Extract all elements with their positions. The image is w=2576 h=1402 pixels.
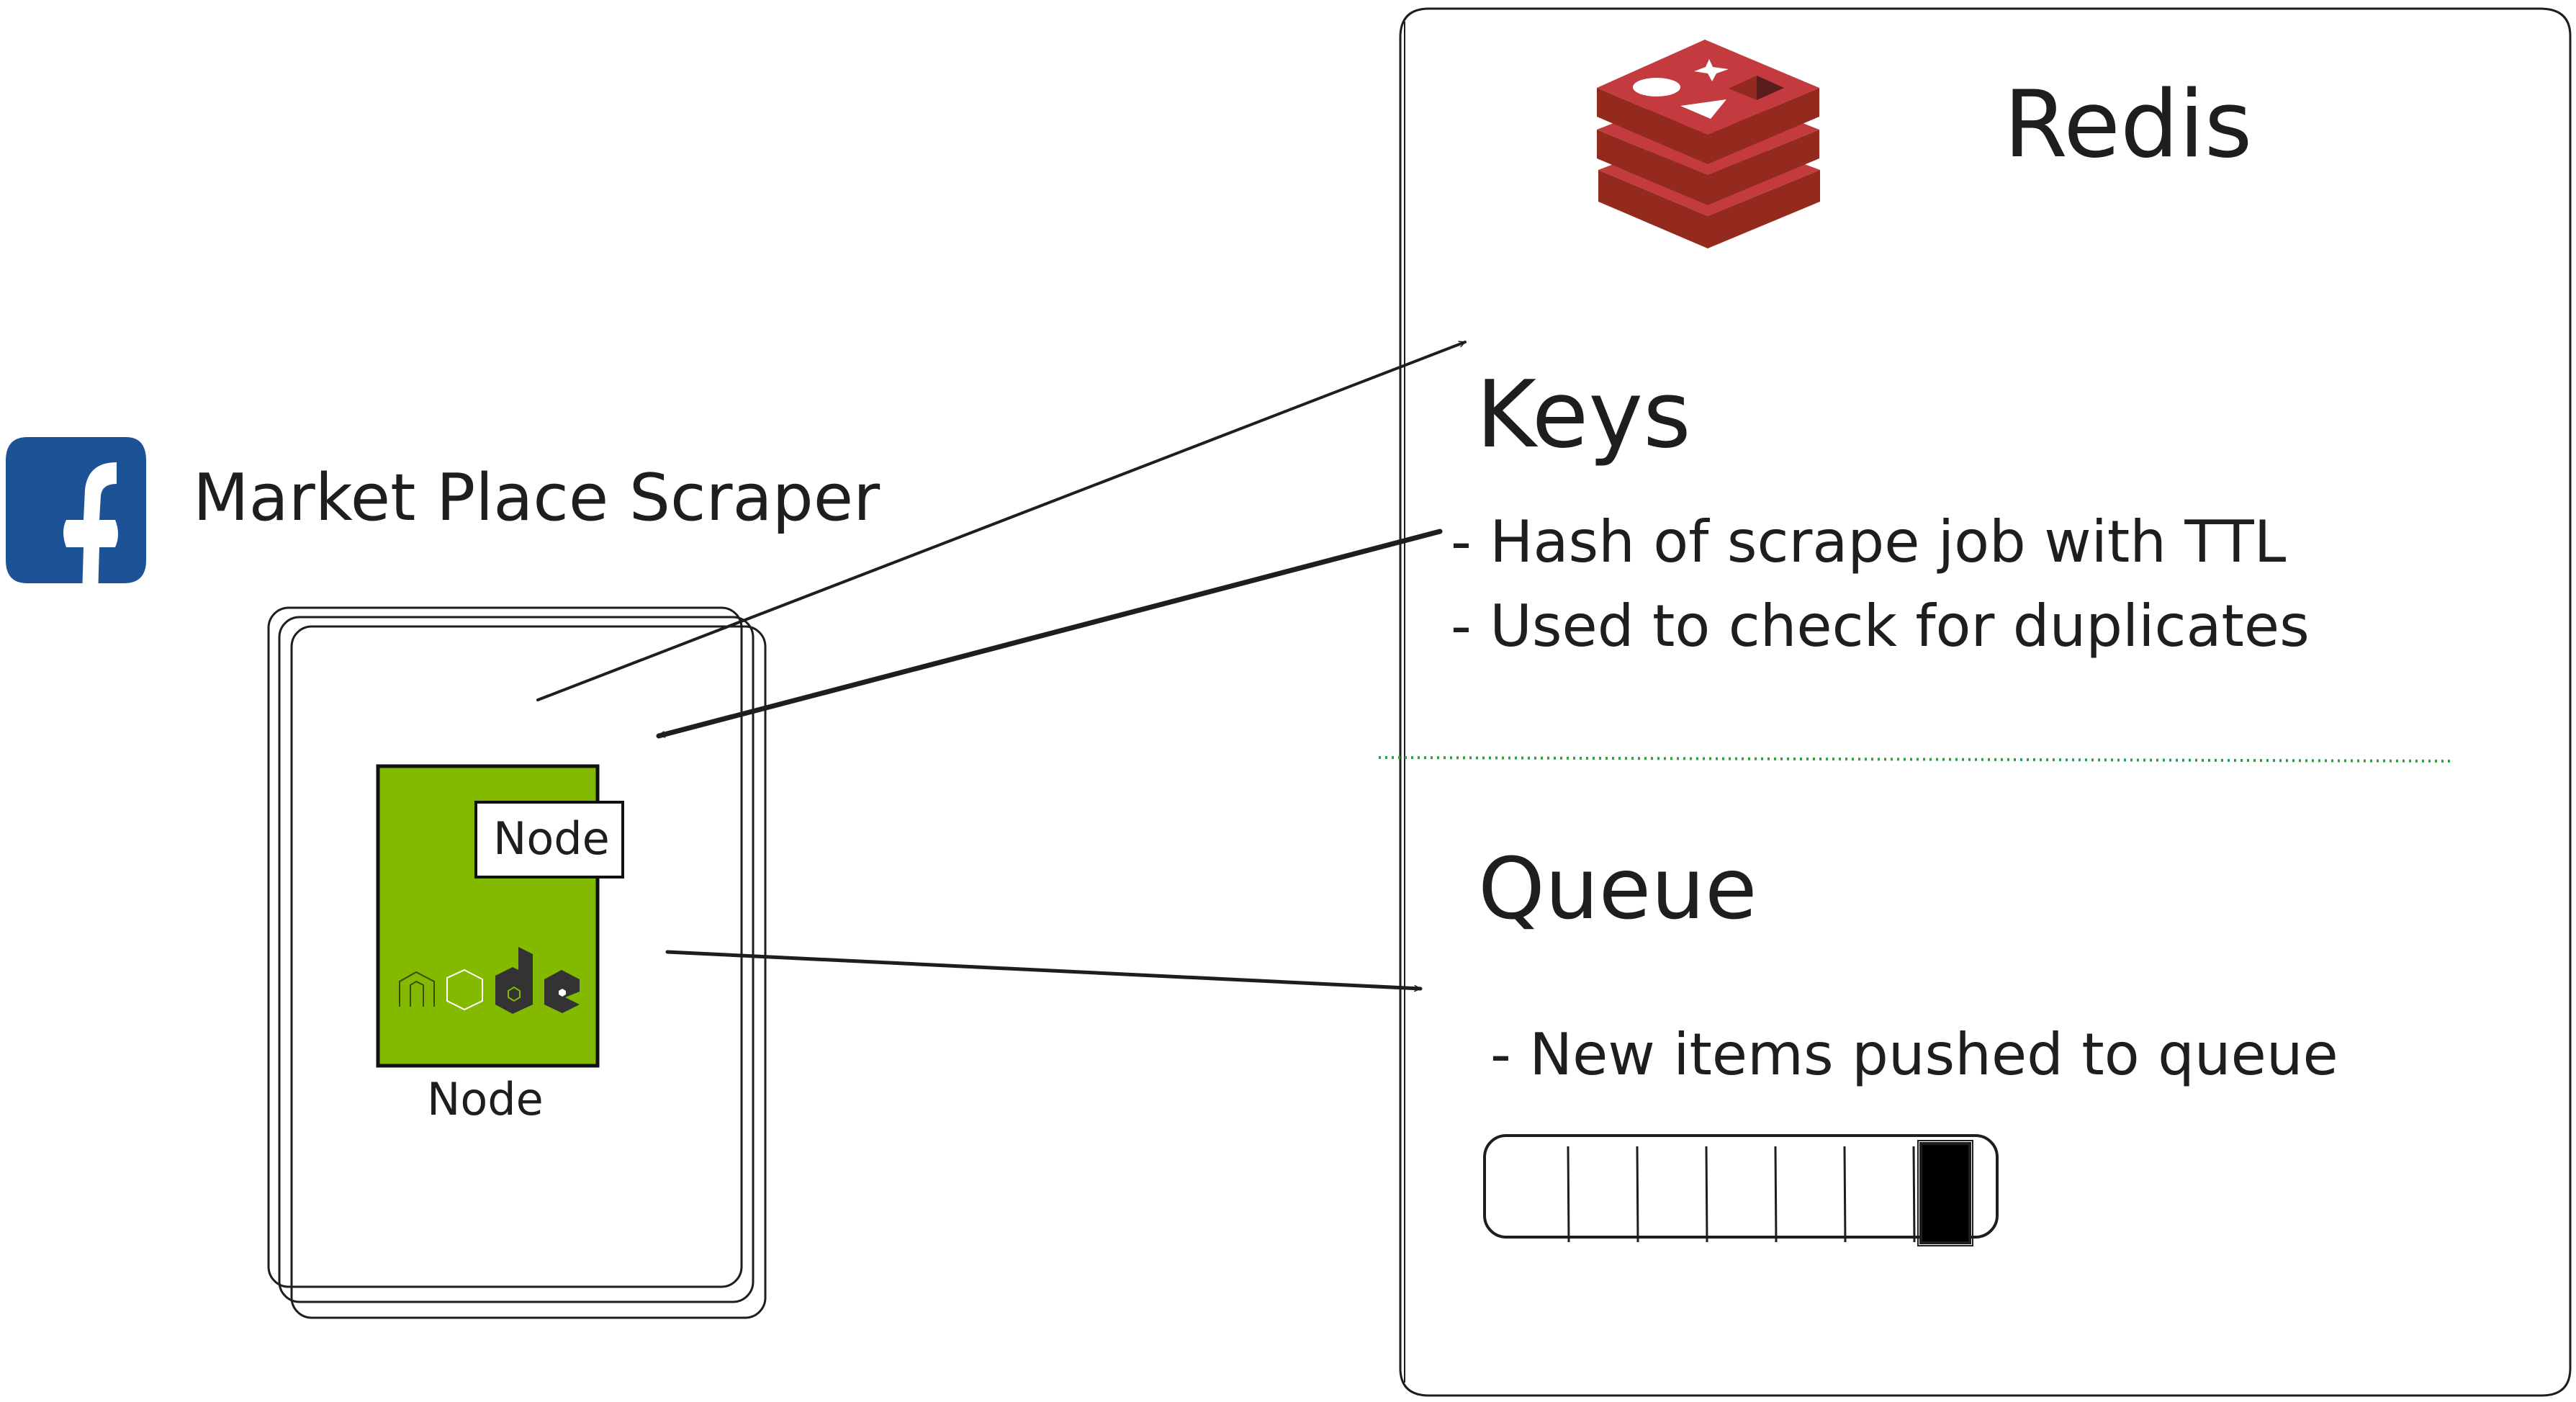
redis-frame — [1399, 7, 2572, 1397]
node-label-box-text: Node — [493, 812, 610, 865]
queue-slot-divider — [1774, 1146, 1778, 1243]
node-label-box — [474, 801, 624, 879]
redis-container[interactable] — [1399, 7, 2572, 1397]
arrow-keys-to-scraper — [656, 529, 1443, 739]
redis-title: Redis — [2004, 71, 2252, 179]
queue-outline — [1483, 1134, 1999, 1239]
queue-item-frame — [1917, 1140, 1973, 1246]
scraper-frame-3 — [290, 625, 767, 1319]
arrow-scraper-to-queue — [665, 950, 1423, 989]
facebook-icon — [6, 437, 146, 599]
queue-heading: Queue — [1478, 839, 1757, 938]
node-caption: Node — [427, 1073, 544, 1125]
queue-item — [1919, 1142, 1971, 1244]
node-card[interactable]: Node — [376, 764, 624, 1068]
redis-logo — [1597, 40, 1820, 248]
scraper-frame-2 — [278, 616, 755, 1303]
section-divider — [1378, 756, 2454, 763]
queue-visual — [1483, 1134, 1999, 1246]
nodejs-logo — [399, 947, 580, 1014]
queue-slot-divider — [1705, 1146, 1708, 1243]
scraper-title: Market Place Scraper — [193, 460, 880, 536]
queue-bullet-1: - New items pushed to queue — [1490, 1021, 2338, 1088]
scraper-frame-1 — [267, 606, 743, 1288]
arrow-scraper-to-keys — [536, 341, 1467, 701]
keys-bullet-2: - Used to check for duplicates — [1451, 593, 2310, 660]
queue-slot-divider — [1636, 1146, 1639, 1243]
keys-heading: Keys — [1476, 361, 1691, 469]
keys-bullet-1: - Hash of scrape job with TTL — [1451, 508, 2287, 575]
scraper-container[interactable] — [267, 606, 767, 1319]
queue-slot-divider — [1567, 1146, 1570, 1243]
